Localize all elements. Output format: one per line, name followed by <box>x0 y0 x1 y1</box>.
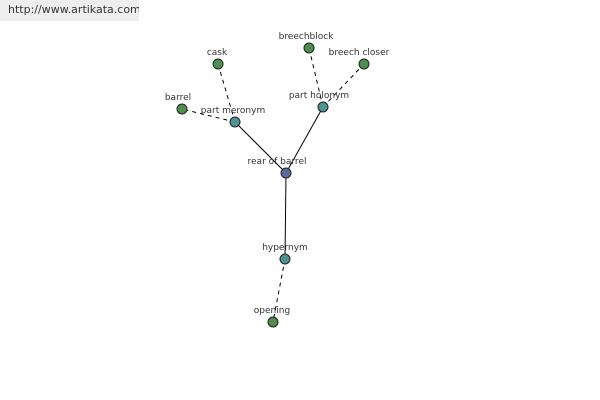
node-label-opening[interactable]: opening <box>254 306 290 316</box>
edge-part-meronym-to-barrel <box>181 108 236 123</box>
source-url-banner[interactable]: http://www.artikata.com <box>0 0 139 21</box>
edge-hypernym-to-opening <box>272 258 286 323</box>
edge-part-holonym-to-breech-closer <box>322 63 365 108</box>
node-breech-closer[interactable] <box>358 58 370 70</box>
edges-layer <box>181 47 365 323</box>
node-cask[interactable] <box>212 58 224 70</box>
node-breechblock[interactable] <box>303 42 315 54</box>
edge-part-holonym-to-breechblock <box>308 47 324 108</box>
node-center[interactable] <box>280 167 292 179</box>
node-part-holonym[interactable] <box>317 101 329 113</box>
nodes-layer <box>176 42 370 328</box>
edge-center-to-hypernym <box>284 172 287 260</box>
node-label-breechblock[interactable]: breechblock <box>279 32 335 42</box>
edge-center-to-part-meronym <box>234 121 287 174</box>
node-label-breech-closer[interactable]: breech closer <box>329 48 390 58</box>
node-label-part-meronym[interactable]: part meronym <box>201 106 265 116</box>
node-label-cask[interactable]: cask <box>207 48 228 58</box>
edge-part-meronym-to-cask <box>217 63 236 123</box>
node-hypernym[interactable] <box>279 253 291 265</box>
labels-layer: rear of barrel part meronym part holonym hy… <box>165 32 390 316</box>
node-label-hypernym[interactable]: hypernym <box>262 243 308 253</box>
node-label-center[interactable]: rear of barrel <box>248 157 307 167</box>
node-label-part-holonym[interactable]: part holonym <box>289 91 349 101</box>
node-barrel[interactable] <box>176 103 188 115</box>
node-opening[interactable] <box>267 316 279 328</box>
edge-center-to-part-holonym <box>285 106 324 174</box>
node-label-barrel[interactable]: barrel <box>165 93 191 103</box>
node-part-meronym[interactable] <box>229 116 241 128</box>
